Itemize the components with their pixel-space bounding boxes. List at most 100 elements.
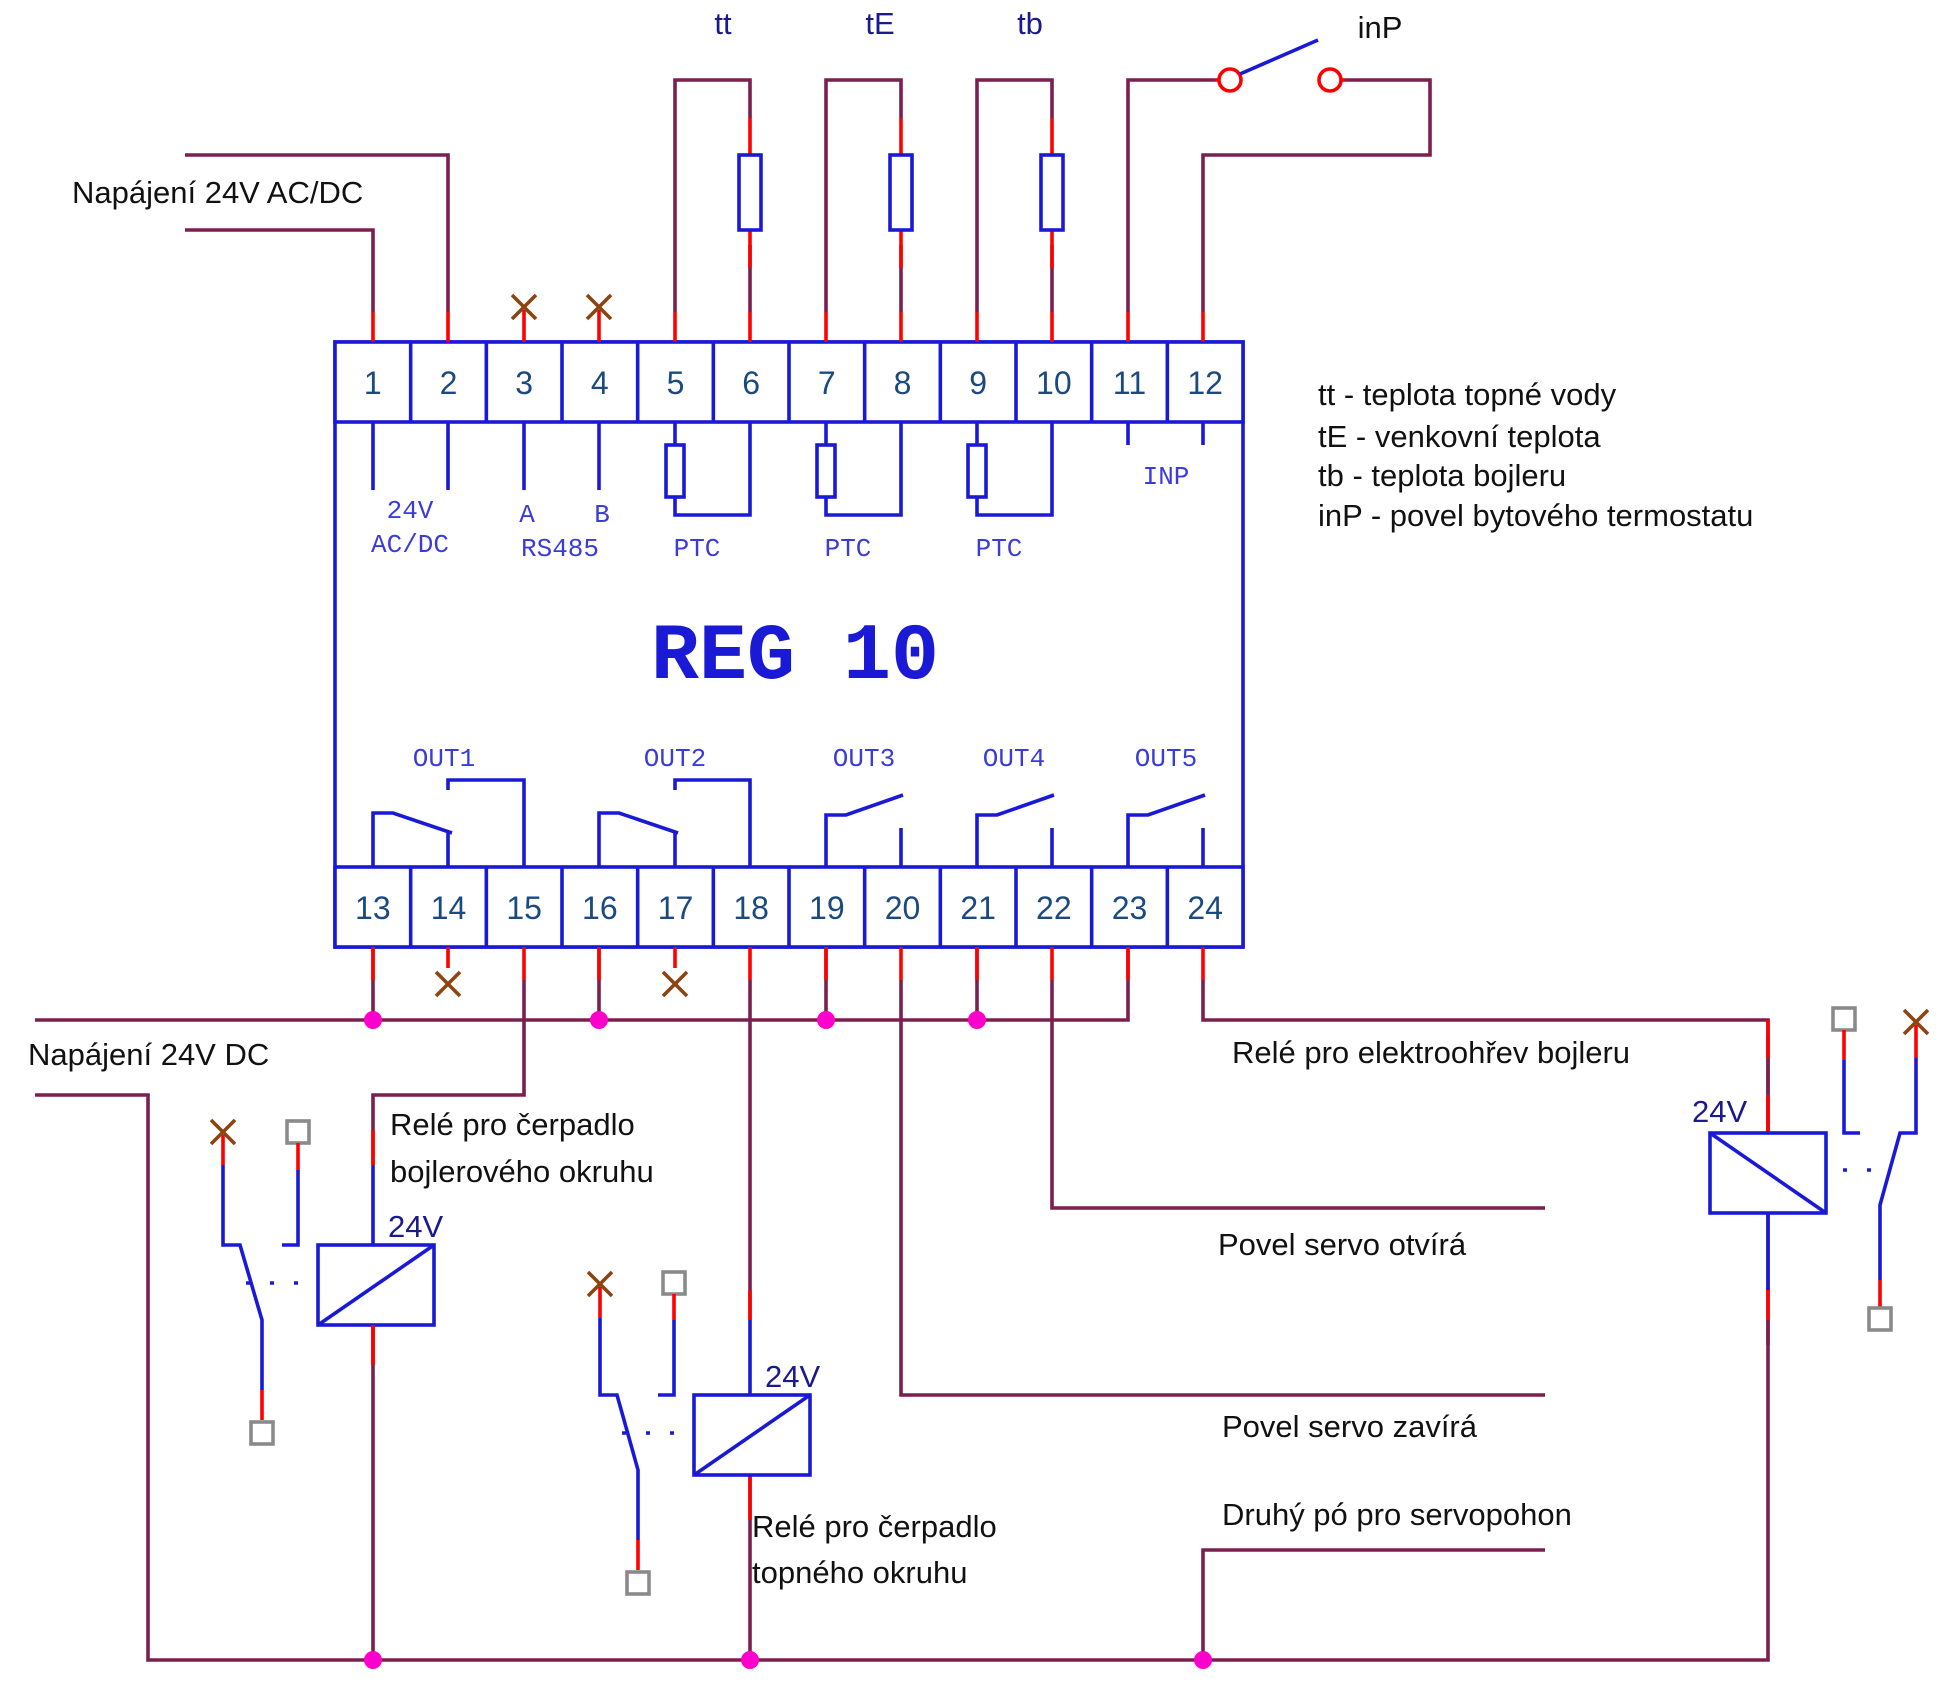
sensor-tt-resistor bbox=[737, 153, 763, 232]
servo-second-pole-wire bbox=[1201, 1548, 1545, 1660]
terminal-12: 12 bbox=[1187, 365, 1223, 401]
sensor-tb-resistor bbox=[1039, 153, 1065, 232]
label-servo-second-pole: Druhý pó pro servopohon bbox=[1222, 1497, 1572, 1532]
terminal-2: 2 bbox=[440, 365, 458, 401]
relay-boiler-pump: 24V bbox=[209, 1118, 443, 1446]
controller-title: REG 10 bbox=[651, 612, 939, 703]
legend-line-1: tt - teplota topné vody bbox=[1318, 377, 1617, 412]
text-labels: tt tE tb inP Napájení 24V AC/DC Napájení… bbox=[28, 6, 1753, 1590]
legend-line-4: inP - povel bytového termostatu bbox=[1318, 498, 1753, 533]
terminal-5: 5 bbox=[667, 365, 685, 401]
bottom-wiring bbox=[35, 947, 1770, 1662]
relay-heating-pump-unused-mark bbox=[586, 1270, 614, 1298]
junction-coil2-return bbox=[741, 1651, 759, 1669]
out5-normally-open-contact bbox=[1126, 793, 1206, 867]
label-acdc: AC/DC bbox=[371, 530, 449, 560]
label-relay-heating-pump-1: Relé pro čerpadlo bbox=[752, 1509, 997, 1544]
label-inp: inP bbox=[1358, 10, 1403, 45]
svg-text:PTC: PTC bbox=[674, 534, 721, 564]
label-relay-heating-pump-2: topného okruhu bbox=[752, 1555, 967, 1590]
relay-electric-heater-terminal-upper bbox=[1831, 1006, 1857, 1032]
terminal-23: 23 bbox=[1112, 890, 1148, 926]
unused-marks-top bbox=[510, 293, 613, 321]
out2-changeover-contact bbox=[597, 778, 752, 867]
label-relay-boiler-pump-1: Relé pro čerpadlo bbox=[390, 1107, 635, 1142]
sensor-tb-wire bbox=[975, 78, 1054, 312]
supply-acdc-wire-b bbox=[185, 228, 375, 312]
out5-to-coil-wire bbox=[1201, 980, 1770, 1133]
internal-ptc-3: PTC bbox=[966, 422, 1054, 564]
unused-mark-14 bbox=[434, 970, 462, 998]
label-inp-internal: INP bbox=[1143, 462, 1190, 492]
terminal-11: 11 bbox=[1113, 365, 1146, 401]
terminal-15: 15 bbox=[506, 890, 542, 926]
top-wiring bbox=[185, 38, 1432, 342]
label-servo-close: Povel servo zavírá bbox=[1222, 1409, 1478, 1444]
svg-text:PTC: PTC bbox=[825, 534, 872, 564]
inp-switch-blade bbox=[1239, 38, 1319, 76]
relay-electric-heater: 24V bbox=[1692, 1006, 1930, 1332]
relay-heating-pump-terminal-lower bbox=[625, 1570, 651, 1596]
label-24v: 24V bbox=[387, 496, 434, 526]
sensor-te-wire bbox=[824, 78, 903, 312]
terminal-4: 4 bbox=[591, 365, 609, 401]
terminal-10: 10 bbox=[1036, 365, 1072, 401]
label-supply-dc: Napájení 24V DC bbox=[28, 1037, 269, 1072]
label-servo-open: Povel servo otvírá bbox=[1218, 1227, 1467, 1262]
label-out2: OUT2 bbox=[644, 744, 706, 774]
relay-boiler-pump-terminal-upper bbox=[285, 1119, 311, 1145]
terminal-14: 14 bbox=[431, 890, 467, 926]
svg-text:PTC: PTC bbox=[976, 534, 1023, 564]
junction-19 bbox=[817, 1011, 835, 1029]
controller-body bbox=[333, 340, 1245, 949]
terminal-13: 13 bbox=[355, 890, 391, 926]
terminal-16: 16 bbox=[582, 890, 618, 926]
label-relay-boiler-pump-2: bojlerového okruhu bbox=[390, 1154, 654, 1189]
terminal-19: 19 bbox=[809, 890, 845, 926]
relay-boiler-pump-unused-mark bbox=[209, 1118, 237, 1146]
terminal-7: 7 bbox=[818, 365, 836, 401]
inp-wire-b bbox=[1201, 78, 1432, 312]
terminal-3: 3 bbox=[515, 365, 533, 401]
junction-dots bbox=[364, 1011, 1212, 1669]
dc-supply-positive-rail bbox=[35, 947, 1130, 1022]
terminal-21: 21 bbox=[960, 890, 996, 926]
terminal-22: 22 bbox=[1036, 890, 1072, 926]
legend-line-2: tE - venkovní teplota bbox=[1318, 419, 1601, 454]
terminal-17: 17 bbox=[658, 890, 694, 926]
unused-mark-3 bbox=[510, 293, 538, 321]
relay-heating-pump-terminal-upper bbox=[661, 1270, 687, 1296]
label-rs485: RS485 bbox=[521, 534, 599, 564]
terminal-1: 1 bbox=[364, 365, 382, 401]
unused-mark-4 bbox=[585, 293, 613, 321]
label-out5: OUT5 bbox=[1135, 744, 1197, 774]
label-supply-acdc: Napájení 24V AC/DC bbox=[72, 175, 363, 210]
label-tb: tb bbox=[1017, 6, 1043, 41]
relay-heating-pump-voltage: 24V bbox=[765, 1359, 820, 1394]
internal-ptc-2: PTC bbox=[815, 422, 903, 564]
out1-changeover-contact bbox=[371, 778, 526, 867]
label-tt: tt bbox=[714, 6, 732, 41]
terminal-9: 9 bbox=[969, 365, 987, 401]
servo-close-wire bbox=[899, 980, 1545, 1397]
terminal-6: 6 bbox=[742, 365, 760, 401]
label-out4: OUT4 bbox=[983, 744, 1045, 774]
terminal-24: 24 bbox=[1187, 890, 1223, 926]
relay-boiler-pump-terminal-lower bbox=[249, 1420, 275, 1446]
internal-ptc-1: PTC bbox=[664, 422, 752, 564]
unused-mark-17 bbox=[661, 970, 689, 998]
unused-marks-bottom bbox=[434, 970, 689, 998]
inp-switch-pin-b bbox=[1317, 67, 1343, 93]
relay-electric-heater-voltage: 24V bbox=[1692, 1094, 1747, 1129]
sensor-tt-wire bbox=[673, 78, 752, 312]
relay-electric-heater-unused-mark bbox=[1902, 1008, 1930, 1036]
junction-16 bbox=[590, 1011, 608, 1029]
terminal-20: 20 bbox=[885, 890, 921, 926]
label-out3: OUT3 bbox=[833, 744, 895, 774]
relay-boiler-pump-voltage: 24V bbox=[388, 1209, 443, 1244]
relay-heating-pump: 24V bbox=[586, 1270, 820, 1596]
